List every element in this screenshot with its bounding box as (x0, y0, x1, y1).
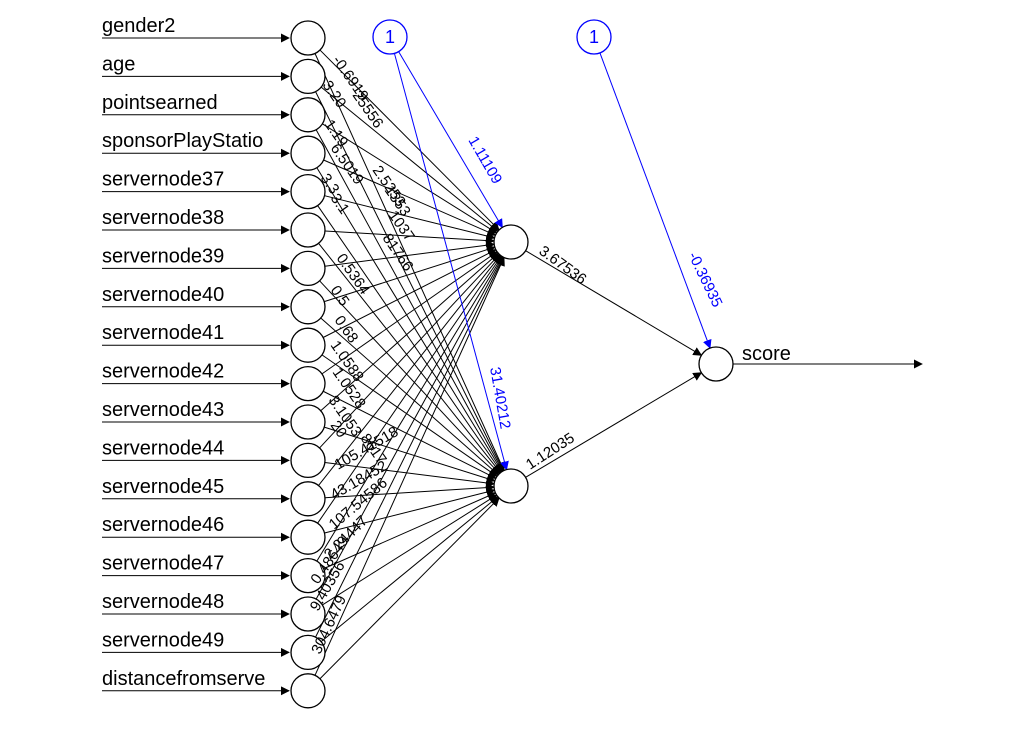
input-label-16: servernode48 (102, 591, 224, 613)
edge-hidden-1-output (525, 250, 703, 356)
edge-input-18-hidden-2 (319, 497, 500, 680)
input-label-17: servernode49 (102, 629, 224, 651)
output-node (698, 346, 734, 382)
input-label-15: servernode47 (102, 553, 224, 575)
input-label-10: servernode42 (102, 361, 224, 383)
weight-bias-hidden-2: 31.40212 (486, 366, 514, 431)
weight-hidden-1-output: 3.67536 (536, 242, 590, 288)
edge-input-2-hidden-1 (320, 86, 499, 232)
input-node-1 (290, 20, 326, 56)
input-node-6 (290, 212, 326, 248)
input-node-16 (290, 596, 326, 632)
input-label-3: pointsearned (102, 92, 218, 114)
edge-input-1-hidden-1 (319, 49, 500, 231)
input-label-14: servernode46 (102, 514, 224, 536)
input-node-14 (290, 519, 326, 555)
edge-input-17-hidden-1 (315, 256, 504, 638)
edge-input-13-hidden-1 (318, 254, 502, 486)
edge-input-17-hidden-2 (320, 496, 499, 643)
edge-input-15-hidden-1 (316, 255, 503, 562)
edge-input-18-hidden-1 (314, 256, 505, 676)
bias-edge-hidden-1 (398, 51, 503, 229)
edge-input-4-hidden-1 (323, 159, 497, 237)
input-node-12 (290, 442, 326, 479)
output-label: score (742, 343, 791, 365)
input-node-18 (290, 673, 326, 709)
edge-input-2-hidden-2 (315, 91, 504, 472)
bias-edge-output (599, 52, 712, 349)
input-label-12: servernode44 (102, 437, 224, 459)
input-label-1: gender2 (102, 15, 175, 37)
edge-input-9-hidden-1 (322, 249, 497, 338)
input-node-8 (290, 289, 326, 325)
input-node-15 (290, 557, 326, 594)
input-label-9: servernode41 (102, 322, 224, 344)
edge-layer (102, 33, 923, 696)
bias-node-hidden (372, 19, 408, 55)
edge-input-15-hidden-2 (323, 492, 497, 570)
input-node-4 (290, 135, 326, 171)
input-label-13: servernode45 (102, 476, 224, 498)
input-label-18: distancefromserve (102, 668, 265, 690)
input-node-11 (290, 404, 326, 440)
edge-input-7-hidden-2 (319, 280, 501, 475)
weight-input-20: 0.5 (327, 283, 353, 310)
input-label-5: servernode37 (102, 169, 224, 191)
edge-input-16-hidden-1 (315, 256, 504, 600)
input-label-7: servernode39 (102, 245, 224, 267)
hidden-node-1 (493, 224, 529, 260)
input-node-9 (290, 327, 326, 363)
input-node-13 (290, 481, 326, 517)
input-label-4: sponsorPlayStatio (102, 130, 263, 152)
edge-input-5-hidden-1 (324, 195, 496, 241)
edge-input-6-hidden-1 (324, 230, 495, 246)
input-label-8: servernode40 (102, 284, 224, 306)
input-label-11: servernode43 (102, 399, 224, 421)
weight-bias-output: -0.36935 (684, 249, 725, 310)
input-node-10 (290, 365, 326, 402)
edge-input-13-hidden-2 (324, 483, 495, 499)
edge-input-11-hidden-2 (324, 426, 496, 483)
bias-node-output (576, 19, 612, 55)
edge-input-10-hidden-1 (321, 251, 498, 375)
bias-node-output-label: 1 (589, 27, 599, 47)
label-layer: gender2 age pointsearned sponsorPlayStatio s… (102, 15, 791, 690)
edge-input-7-hidden-1 (324, 240, 496, 267)
edge-input-14-hidden-1 (317, 255, 502, 524)
weight-bias-hidden-1: 1.11109 (465, 134, 506, 188)
edge-hidden-2-output (525, 372, 703, 478)
edge-input-10-hidden-2 (322, 390, 497, 479)
edge-input-1-hidden-2 (314, 53, 505, 472)
edge-input-5-hidden-2 (317, 205, 502, 473)
hidden-node-2 (493, 468, 529, 504)
edge-input-11-hidden-1 (320, 252, 499, 412)
edge-input-4-hidden-2 (316, 167, 503, 473)
edge-input-3-hidden-1 (322, 123, 498, 234)
input-node-3 (290, 97, 326, 133)
input-label-2: age (102, 53, 135, 75)
input-label-6: servernode38 (102, 207, 224, 229)
edge-input-16-hidden-2 (322, 494, 498, 606)
bias-edge-hidden-2 (393, 53, 509, 471)
weight-input-25: 20 (327, 418, 350, 441)
edge-input-9-hidden-2 (321, 354, 498, 477)
input-node-7 (290, 250, 326, 287)
input-node-5 (290, 173, 326, 210)
edge-input-6-hidden-2 (318, 243, 501, 474)
edge-input-12-hidden-1 (319, 253, 501, 449)
edge-input-3-hidden-2 (315, 129, 504, 472)
bias-node-hidden-label: 1 (385, 27, 395, 47)
edge-input-8-hidden-1 (324, 245, 496, 303)
input-node-17 (290, 634, 326, 671)
edge-input-14-hidden-2 (324, 487, 496, 534)
input-node-2 (290, 58, 326, 95)
edge-input-12-hidden-2 (324, 462, 496, 488)
edge-input-8-hidden-2 (320, 317, 499, 476)
